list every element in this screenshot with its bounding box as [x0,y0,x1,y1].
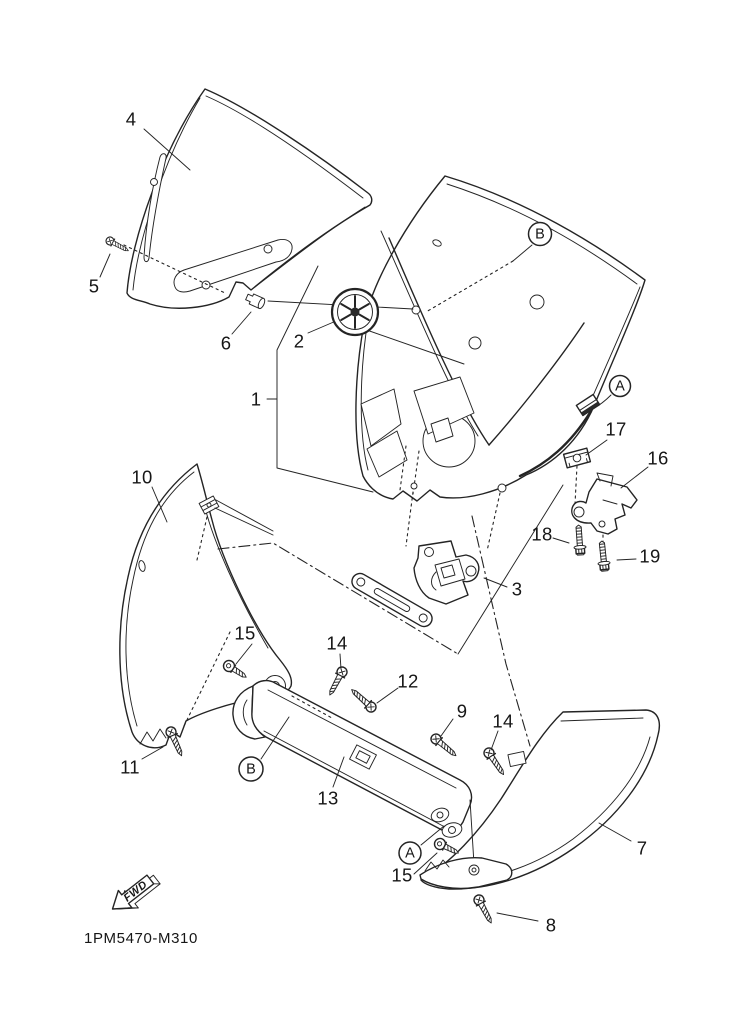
part-bracket-3 [351,540,508,628]
leader-9 [440,718,454,737]
callout-labels: 4 5 6 2 1 10 11 15 14 12 13 9 14 3 17 16… [89,109,669,936]
leader-15b [413,852,438,875]
callout-14b: 14 [492,711,513,732]
panel-clip [198,495,220,515]
leader-14a [339,653,342,670]
callout-2: 2 [294,331,305,352]
part-screw-8 [471,892,497,927]
leader-6 [231,311,252,335]
leader-ref-a2 [420,825,445,846]
cowl-mount-hole [410,482,418,490]
leader-ref-a1 [593,394,612,409]
leader-ref-b2 [260,716,290,760]
part-under-cowl-7 [413,709,661,927]
bracket-3-stay-bar [351,572,433,628]
leader-11 [141,746,164,760]
callout-14a: 14 [326,633,347,654]
alignment-dotted-line [123,244,226,294]
leader-19 [616,558,637,561]
callout-8: 8 [546,915,557,936]
leader-2 [307,320,337,334]
part-inner-panel-13 [220,643,473,833]
part-side-panel-10 [119,463,293,760]
drawing-number: 1PM5470-M310 [84,930,198,947]
leader-12 [376,687,399,704]
leader-ref-b1 [512,244,533,262]
callout-17: 17 [605,419,626,440]
part-emblem-2 [307,287,465,365]
part-stay-16-cluster [552,439,649,573]
cowl-hole [468,336,482,350]
callout-16: 16 [647,448,668,469]
callout-10: 10 [131,467,152,488]
part-screw-12 [347,685,379,715]
callout-15b: 15 [391,865,412,886]
callout-19: 19 [639,546,660,567]
leader-16 [620,466,649,489]
cowl-hole [411,305,421,315]
ref-letter-b1: B [535,227,545,243]
clip-leader-lines [214,499,274,536]
cowl-hole [529,294,545,310]
callout-9: 9 [457,701,468,722]
callout-18: 18 [531,524,552,545]
ref-letter-a2: A [405,846,415,862]
part-clip-nut-17 [562,447,592,469]
leader-5 [99,253,111,278]
leader-10 [151,486,168,523]
leader-3 [483,577,508,588]
assembly-1-bracket [266,265,374,493]
leader-17 [585,439,608,456]
callout-12: 12 [397,671,418,692]
leader-18 [552,537,570,544]
leader-2b [360,327,465,365]
cowl-trim-strip [518,409,593,478]
callout-3: 3 [512,579,523,600]
callout-13: 13 [317,788,338,809]
callout-6: 6 [221,333,232,354]
part-screw-9 [428,731,460,761]
callout-11: 11 [120,757,140,778]
alignment-guide-lines [217,484,564,747]
ref-letter-b2: B [246,762,256,778]
cowl-mount-hole [497,483,507,493]
part-windshield [99,88,414,335]
part-bolt-18 [571,523,588,557]
cowl-hole [432,239,442,247]
leader-8 [496,912,539,922]
callout-15a: 15 [234,623,255,644]
callout-7: 7 [637,838,648,859]
windshield-slot [173,239,293,293]
leader-13 [332,756,345,788]
part-screw-14b [481,745,509,779]
callout-5: 5 [89,276,100,297]
part-collar-6 [245,293,266,310]
part-front-cowling [355,175,646,552]
windshield-slot [143,153,167,263]
fwd-direction-icon: FWD [111,874,161,910]
part-bolt-19 [595,539,612,573]
reference-letter-badges: B A B A [238,221,632,865]
part-stay-16 [571,478,638,535]
part-7-lower-lip [419,856,513,890]
part-screw-14a [324,664,350,699]
callout-4: 4 [126,109,137,130]
ref-letter-a1: A [615,379,625,395]
panel-13-boss [349,744,377,770]
leader-4 [143,128,191,171]
leader-15a [235,643,253,665]
leader-14b [490,730,499,751]
leader-7 [598,822,632,842]
part-screw-5 [104,235,131,255]
callout-1: 1 [251,389,262,410]
